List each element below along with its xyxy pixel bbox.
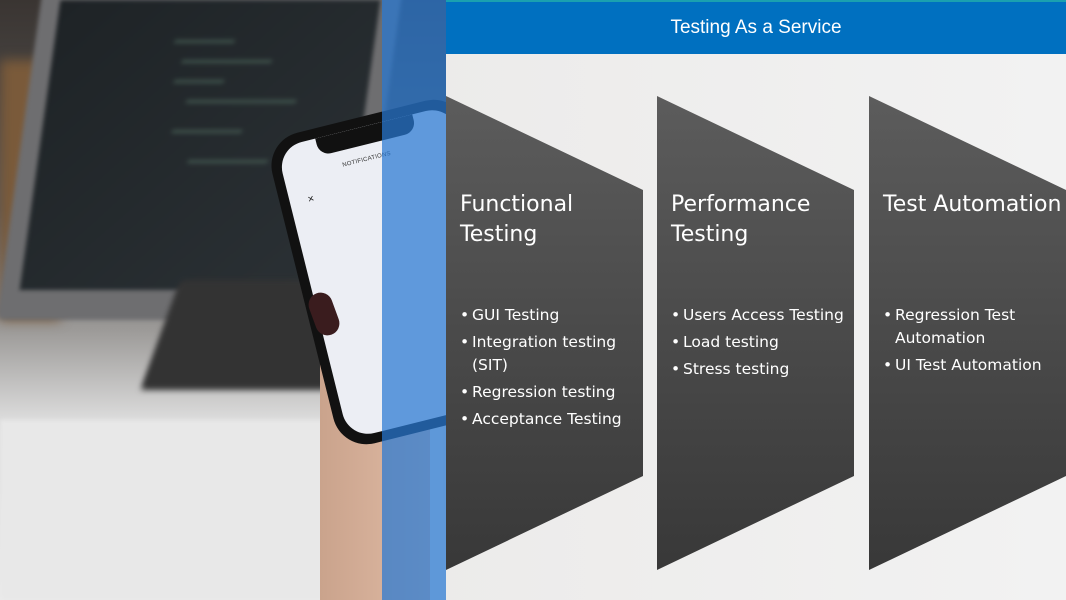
list-item: Users Access Testing <box>671 304 853 327</box>
bullet-list: GUI Testing Integration testing (SIT) Re… <box>460 304 642 435</box>
close-icon: × <box>306 192 316 206</box>
bullet-list: Users Access Testing Load testing Stress… <box>671 304 853 385</box>
list-item: Acceptance Testing <box>460 408 642 431</box>
bullet-list: Regression Test Automation UI Test Autom… <box>883 304 1065 381</box>
list-item: UI Test Automation <box>883 354 1065 377</box>
slide-title-bar: Testing As a Service <box>446 0 1066 54</box>
panel-title: Performance Testing <box>671 192 811 247</box>
panel-performance-testing: Performance Testing Users Access Testing… <box>657 96 854 570</box>
slide-title: Testing As a Service <box>670 17 842 38</box>
panel-test-automation: Test Automation Regression Test Automati… <box>869 96 1066 570</box>
list-item: Stress testing <box>671 358 853 381</box>
panel-title: Test Automation <box>883 192 1062 217</box>
list-item: GUI Testing <box>460 304 642 327</box>
background-photo: NOTIFICATIONS × <box>0 0 446 600</box>
panel-functional-testing: Functional Testing GUI Testing Integrati… <box>446 96 643 570</box>
list-item: Integration testing (SIT) <box>460 331 642 377</box>
list-item: Load testing <box>671 331 853 354</box>
list-item: Regression testing <box>460 381 642 404</box>
panel-title: Functional Testing <box>460 192 574 247</box>
blue-accent-band <box>382 0 446 600</box>
list-item: Regression Test Automation <box>883 304 1065 350</box>
